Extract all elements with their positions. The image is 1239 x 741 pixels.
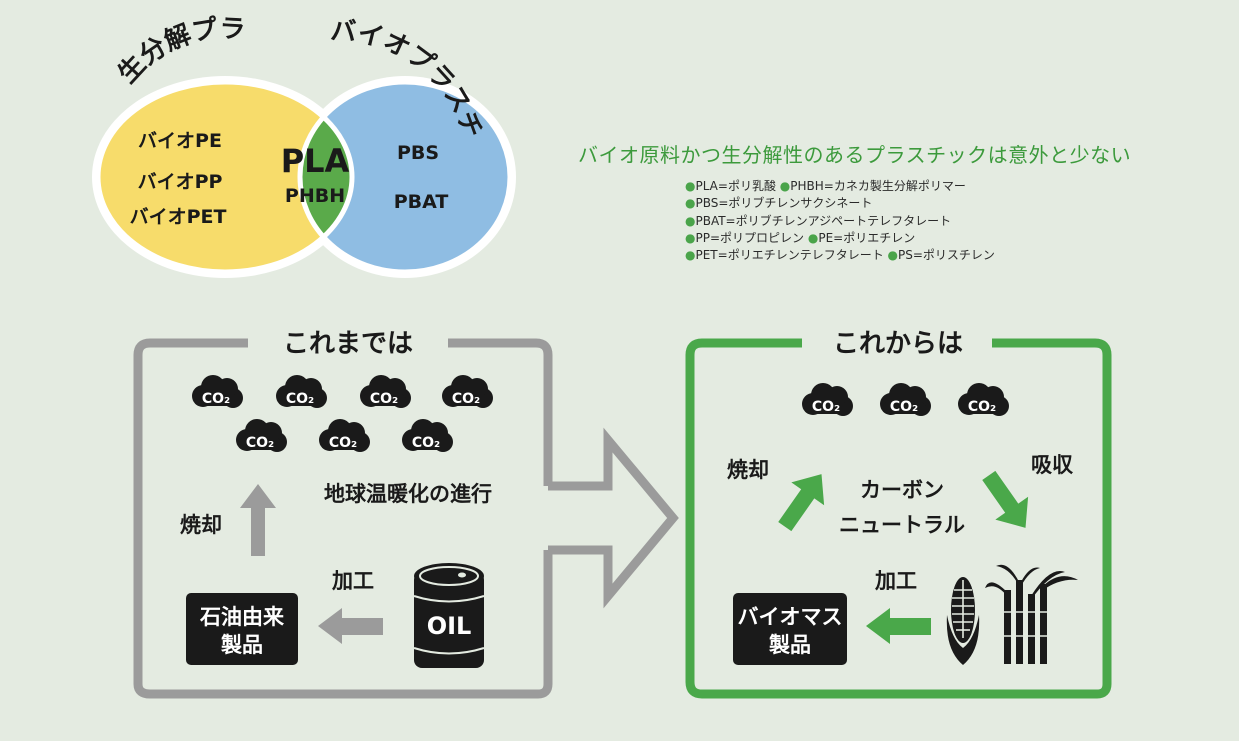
co2-cloud-icon: CO₂ bbox=[360, 375, 411, 408]
transition-arrow bbox=[548, 427, 679, 609]
co2-cloud-icon: CO₂ bbox=[192, 375, 243, 408]
carbon-neutral-label: ニュートラル bbox=[839, 513, 965, 537]
abbreviation-legend: ●PLA=ポリ乳酸 ●PHBH=カネカ製生分解ポリマー ●PBS=ポリブチレンサ… bbox=[685, 178, 995, 264]
co2-cloud-icon: CO₂ bbox=[958, 383, 1009, 416]
co2-cloud-icon: CO₂ bbox=[802, 383, 853, 416]
warming-progress-label: 地球温暖化の進行 bbox=[324, 482, 492, 506]
svg-text:バイオマス: バイオマス bbox=[738, 605, 843, 629]
svg-text:製品: 製品 bbox=[768, 633, 811, 657]
co2-cloud-icon: CO₂ bbox=[319, 419, 370, 452]
legend-line: ●PLA=ポリ乳酸 ●PHBH=カネカ製生分解ポリマー bbox=[685, 179, 966, 193]
svg-text:CO₂: CO₂ bbox=[370, 391, 398, 407]
venn-diagram: バイオプラスチック 生分解プラスチック バイオPE バイオPP バイオPET P… bbox=[0, 0, 516, 278]
co2-cloud-icon: CO₂ bbox=[402, 419, 453, 452]
venn-left-item: バイオPET bbox=[130, 206, 227, 228]
co2-cloud-icon: CO₂ bbox=[442, 375, 493, 408]
legend-line: ●PET=ポリエチレンテレフタレート ●PS=ポリスチレン bbox=[685, 248, 995, 263]
co2-cloud-icon: CO₂ bbox=[880, 383, 931, 416]
legend-line: ●PBS=ポリブチレンサクシネート bbox=[685, 196, 873, 211]
legend-line: ●PBAT=ポリブチレンアジペートテレフタレート bbox=[685, 213, 952, 228]
panel-after: これからは CO₂ CO₂ CO₂ 焼却 吸収 カーボン ニュートラル 加工 バ… bbox=[685, 329, 1112, 699]
after-process-label: 加工 bbox=[874, 569, 917, 593]
after-absorb-label: 吸収 bbox=[1031, 453, 1074, 477]
venn-left-item: バイオPP bbox=[138, 171, 223, 193]
svg-text:製品: 製品 bbox=[220, 633, 263, 657]
svg-text:CO₂: CO₂ bbox=[412, 435, 440, 451]
headline: バイオ原料かつ生分解性のあるプラスチックは意外と少ない bbox=[578, 143, 1132, 167]
svg-text:CO₂: CO₂ bbox=[286, 391, 314, 407]
venn-right-circle bbox=[300, 82, 510, 272]
venn-right-title: 生分解プラスチック bbox=[0, 0, 246, 89]
before-burn-label: 焼却 bbox=[180, 513, 222, 537]
svg-text:OIL: OIL bbox=[427, 612, 472, 640]
venn-center-main: PLA bbox=[281, 142, 350, 180]
oil-barrel-icon: OIL bbox=[413, 563, 485, 668]
svg-text:石油由来: 石油由来 bbox=[199, 605, 285, 629]
petroleum-product-box: 石油由来 製品 bbox=[186, 593, 298, 665]
svg-text:CO₂: CO₂ bbox=[246, 435, 274, 451]
co2-cloud-icon: CO₂ bbox=[236, 419, 287, 452]
svg-text:CO₂: CO₂ bbox=[968, 399, 996, 415]
up-arrow-icon bbox=[240, 484, 276, 556]
svg-text:CO₂: CO₂ bbox=[812, 399, 840, 415]
after-burn-label: 焼却 bbox=[727, 458, 769, 482]
svg-text:CO₂: CO₂ bbox=[329, 435, 357, 451]
svg-text:CO₂: CO₂ bbox=[452, 391, 480, 407]
left-arrow-icon bbox=[866, 608, 931, 644]
corn-icon bbox=[946, 577, 980, 665]
co2-cloud-icon: CO₂ bbox=[276, 375, 327, 408]
left-arrow-icon bbox=[318, 608, 383, 644]
venn-left-circle bbox=[98, 82, 352, 272]
venn-left-item: バイオPE bbox=[138, 130, 222, 152]
down-right-arrow-icon bbox=[982, 470, 1029, 528]
venn-center-sub: PHBH bbox=[285, 185, 345, 207]
before-process-label: 加工 bbox=[331, 569, 374, 593]
before-title: これまでは bbox=[283, 329, 413, 359]
legend-line: ●PP=ポリプロピレン ●PE=ポリエチレン bbox=[685, 230, 916, 245]
venn-right-item: PBS bbox=[397, 142, 439, 164]
svg-text:CO₂: CO₂ bbox=[202, 391, 230, 407]
panel-before: これまでは CO₂ CO₂ CO₂ CO₂ CO₂ CO₂ CO₂ 地球温暖化の… bbox=[133, 329, 553, 699]
biomass-product-box: バイオマス 製品 bbox=[733, 593, 847, 665]
svg-text:CO₂: CO₂ bbox=[890, 399, 918, 415]
up-right-arrow-icon bbox=[778, 474, 825, 532]
carbon-neutral-label: カーボン bbox=[860, 478, 944, 502]
after-title: これからは bbox=[833, 329, 963, 359]
sugarcane-icon bbox=[985, 564, 1078, 664]
venn-right-item: PBAT bbox=[394, 191, 449, 213]
